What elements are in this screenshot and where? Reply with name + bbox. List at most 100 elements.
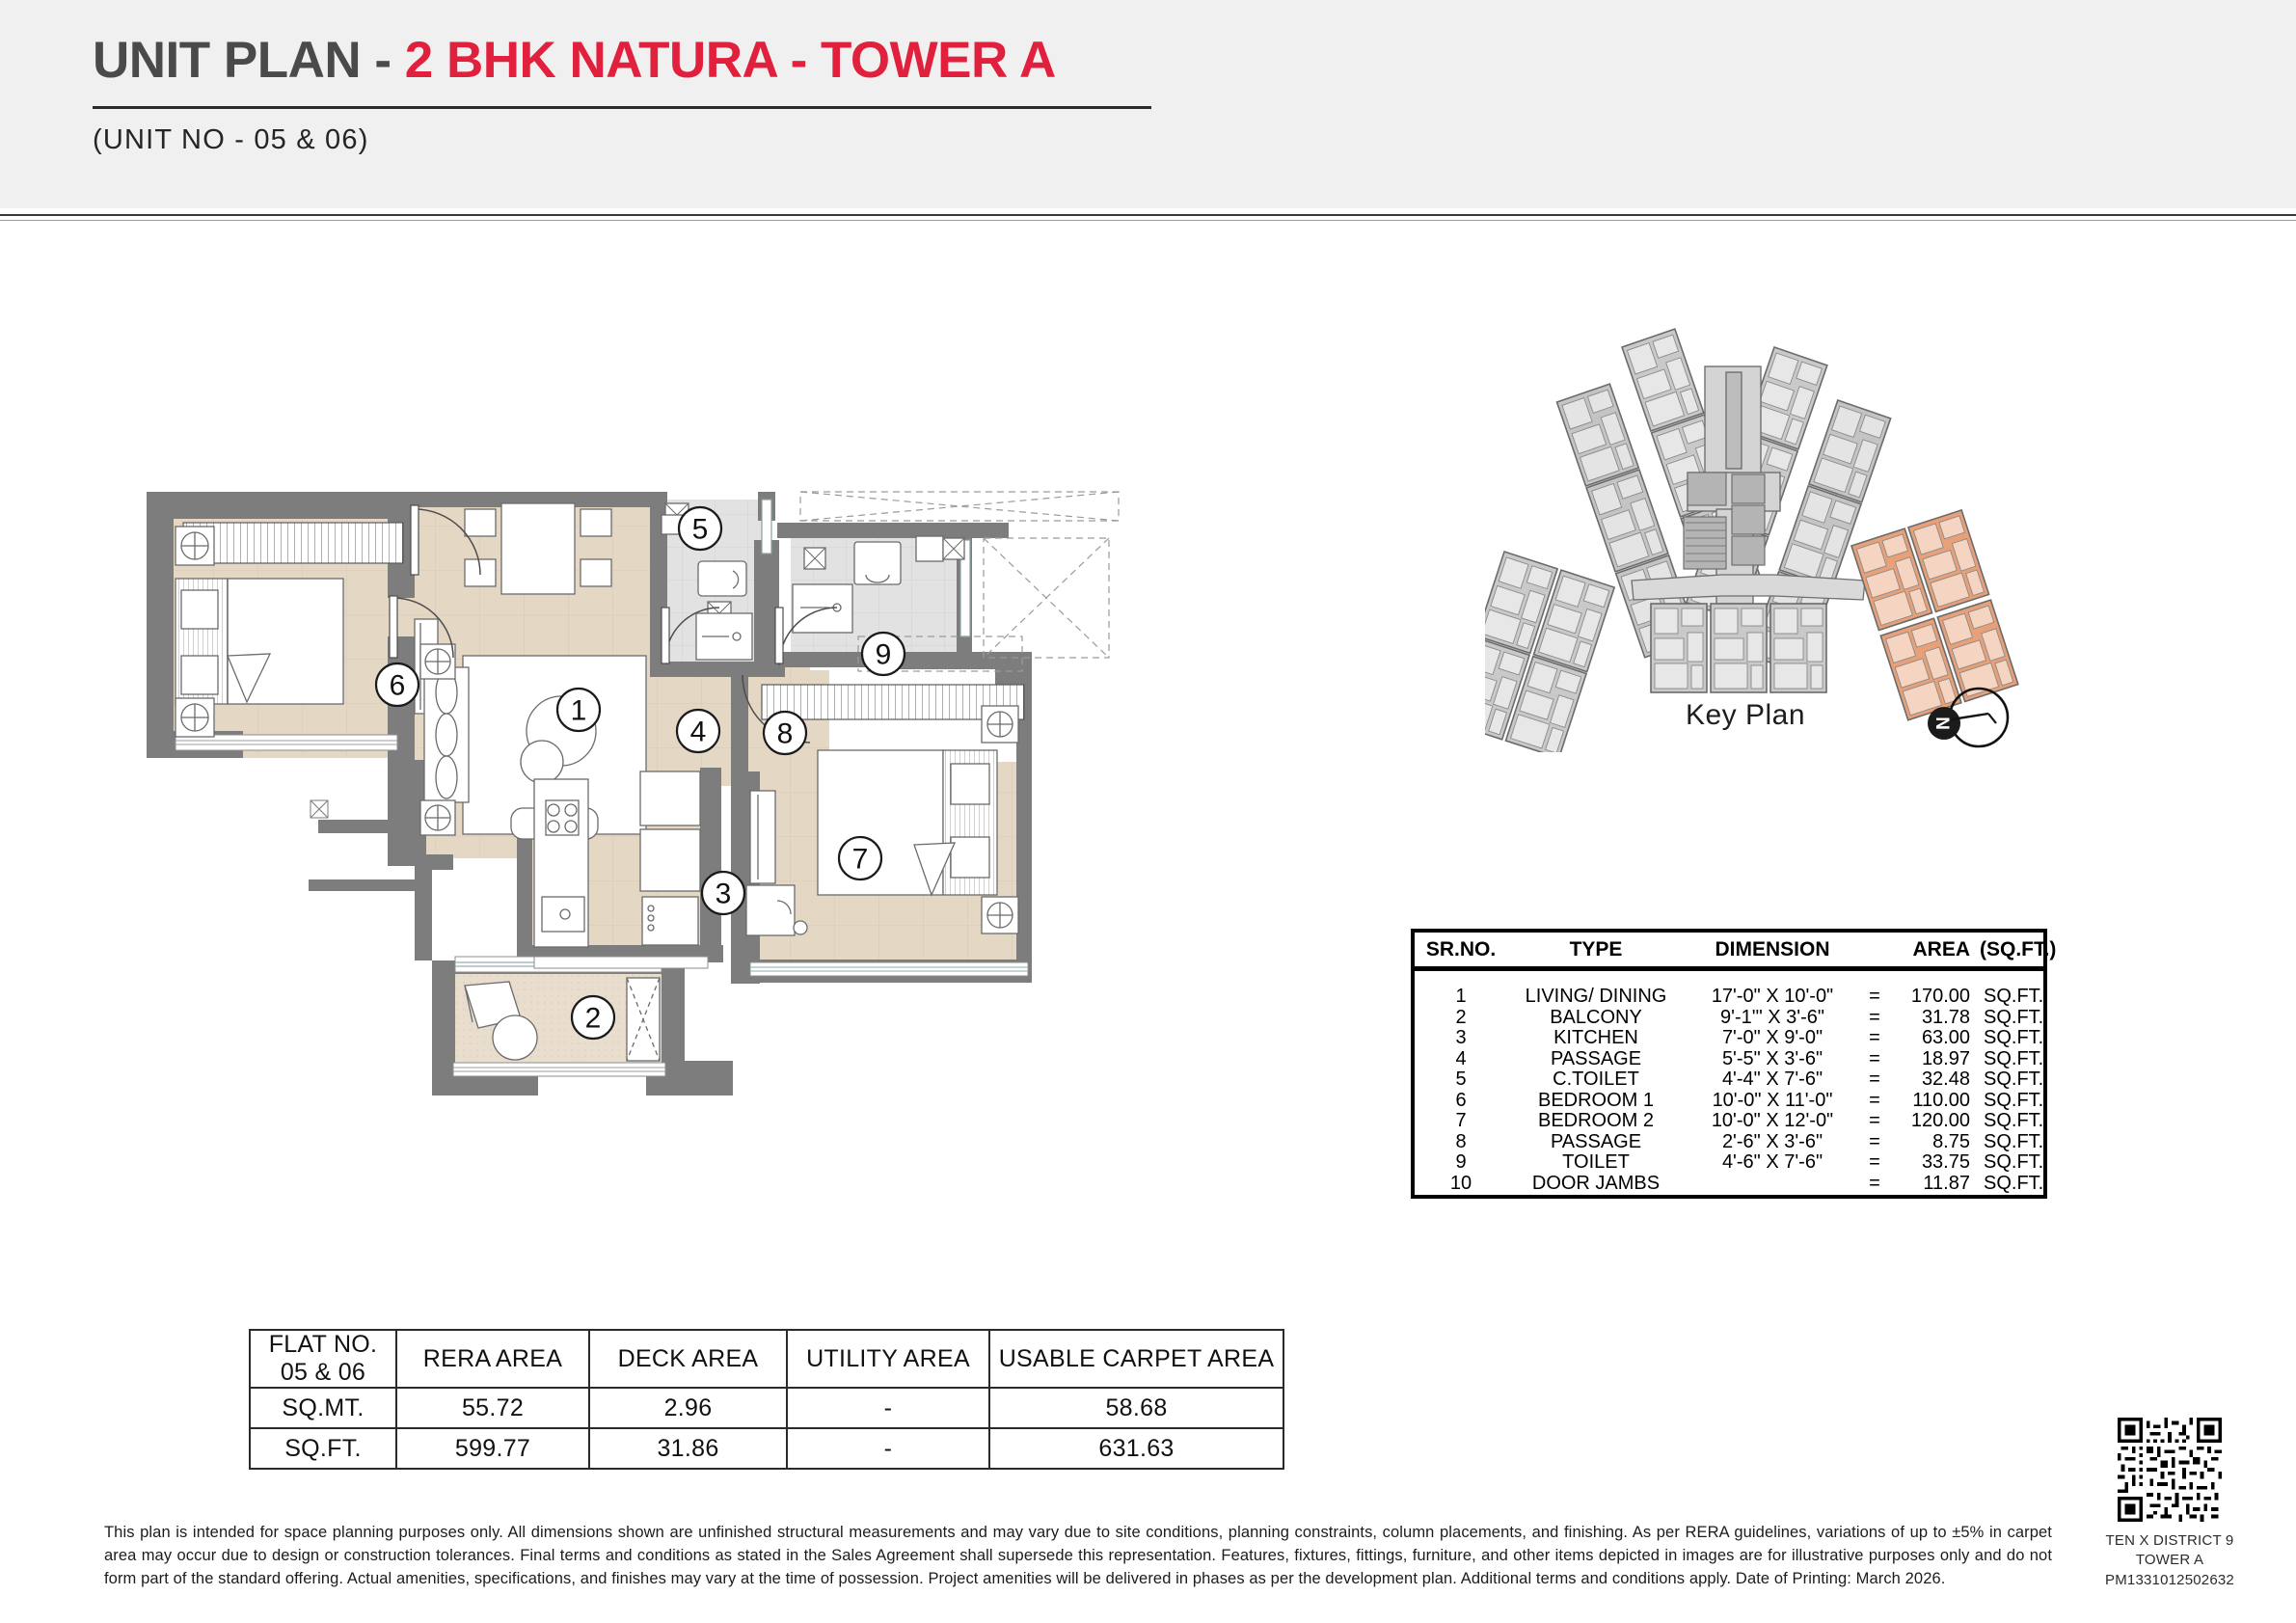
svg-text:1: 1	[571, 695, 587, 727]
cell-type: BEDROOM 2	[1537, 1110, 1655, 1132]
cell-unit: SQ.FT.	[1984, 1172, 2044, 1194]
room-marker-8: 8	[762, 710, 808, 756]
cell-utility: -	[786, 1387, 990, 1429]
room-marker-9: 9	[860, 631, 906, 677]
room-marker-2: 2	[570, 994, 616, 1041]
cell-dimension: 2'-6" X 3'-6"	[1721, 1130, 1823, 1152]
cell-srno: 7	[1455, 1110, 1467, 1132]
cell-utility: -	[786, 1427, 990, 1470]
room-marker-3: 3	[700, 870, 746, 916]
room-marker-5: 5	[677, 505, 723, 552]
cell-srno: 4	[1455, 1047, 1467, 1069]
cell-type: LIVING/ DINING	[1525, 986, 1667, 1008]
table-row: 2 BALCONY 9'-1'" X 3'-6" = 31.78 SQ.FT.	[1415, 1006, 2044, 1029]
cell-type: C.TOILET	[1553, 1068, 1639, 1091]
page-title: UNIT PLAN - 2 BHK NATURA - TOWER A	[93, 31, 1056, 90]
cell-dimension: 10'-0" X 11'-0"	[1712, 1089, 1833, 1111]
cell-unit: SQ.FT.	[1984, 1151, 2044, 1174]
cell-srno: 8	[1455, 1130, 1467, 1152]
cell-area: 32.48	[1921, 1068, 1970, 1091]
cell-unit: SQ.FT.	[1984, 1006, 2044, 1028]
table-row: 5 C.TOILET 4'-4" X 7'-6" = 32.48 SQ.FT.	[1415, 1068, 2044, 1091]
svg-text:6: 6	[390, 670, 406, 702]
carpet-header-usable: USABLE CARPET AREA	[988, 1329, 1284, 1389]
carpet-header-rera: RERA AREA	[395, 1329, 590, 1389]
cell-dimension: 10'-0" X 12'-0"	[1711, 1110, 1834, 1132]
page-title-accent: 2 BHK NATURA - TOWER A	[404, 32, 1057, 89]
cell-rera: 55.72	[395, 1387, 590, 1429]
svg-text:4: 4	[690, 717, 707, 748]
col-header-type: TYPE	[1569, 937, 1623, 960]
svg-text:7: 7	[852, 844, 869, 876]
cell-deck: 2.96	[588, 1387, 788, 1429]
cell-srno: 6	[1455, 1089, 1467, 1111]
cell-type: DOOR JAMBS	[1531, 1172, 1661, 1194]
cell-unit-label: SQ.FT.	[249, 1427, 397, 1470]
room-marker-6: 6	[374, 662, 420, 708]
key-plan-diagram	[1485, 318, 2025, 752]
cell-area: 120.00	[1910, 1110, 1970, 1132]
rera-text-block: TEN X DISTRICT 9 TOWER A PM1331012502632	[2083, 1531, 2256, 1590]
col-header-srno: SR.NO.	[1425, 937, 1497, 960]
col-header-dimension: DIMENSION	[1715, 937, 1830, 960]
cell-type: KITCHEN	[1553, 1027, 1638, 1049]
svg-text:8: 8	[777, 718, 794, 750]
cell-equals: =	[1869, 1006, 1880, 1028]
cell-srno: 2	[1455, 1006, 1467, 1028]
cell-deck: 31.86	[588, 1427, 788, 1470]
carpet-header-deck: DECK AREA	[588, 1329, 788, 1389]
room-marker-7: 7	[837, 835, 883, 881]
cell-type: TOILET	[1562, 1151, 1630, 1174]
qr-code-icon	[2118, 1418, 2222, 1522]
room-marker-4: 4	[675, 708, 721, 754]
svg-text:5: 5	[692, 514, 709, 546]
cell-equals: =	[1869, 1089, 1880, 1111]
cell-area: 170.00	[1910, 986, 1970, 1008]
cell-unit: SQ.FT.	[1984, 1068, 2044, 1091]
cell-srno: 10	[1449, 1172, 1472, 1194]
page-header: UNIT PLAN - 2 BHK NATURA - TOWER A (UNIT…	[0, 0, 2296, 208]
cell-srno: 9	[1455, 1151, 1467, 1174]
cell-unit: SQ.FT.	[1984, 1089, 2044, 1111]
table-row: 6 BEDROOM 1 10'-0" X 11'-0" = 110.00 SQ.…	[1415, 1089, 2044, 1112]
cell-area: 33.75	[1921, 1151, 1970, 1174]
cell-type: BALCONY	[1550, 1006, 1642, 1028]
title-underline	[93, 106, 1151, 109]
cell-unit: SQ.FT.	[1984, 1110, 2044, 1132]
unit-number-subtitle: (UNIT NO - 05 & 06)	[93, 124, 369, 155]
cell-dimension: 5'-5" X 3'-6"	[1721, 1047, 1823, 1069]
table-row: 9 TOILET 4'-6" X 7'-6" = 33.75 SQ.FT.	[1415, 1151, 2044, 1174]
carpet-header-row: FLAT NO. 05 & 06 RERA AREA DECK AREA UTI…	[249, 1329, 1284, 1389]
area-schedule-rows: 1 LIVING/ DINING 17'-0" X 10'-0" = 170.0…	[1415, 971, 2043, 1194]
col-header-area: AREA	[1912, 937, 1970, 960]
cell-equals: =	[1869, 1027, 1880, 1049]
table-row: 8 PASSAGE 2'-6" X 3'-6" = 8.75 SQ.FT.	[1415, 1130, 2044, 1153]
header-divider-secondary	[0, 220, 2296, 221]
cell-type: PASSAGE	[1550, 1130, 1642, 1152]
cell-equals: =	[1869, 1130, 1880, 1152]
cell-area: 31.78	[1921, 1006, 1970, 1028]
cell-area: 8.75	[1932, 1130, 1970, 1152]
svg-text:N: N	[1934, 717, 1955, 730]
table-row: 3 KITCHEN 7'-0" X 9'-0" = 63.00 SQ.FT.	[1415, 1027, 2044, 1049]
cell-usable: 58.68	[988, 1387, 1284, 1429]
cell-unit: SQ.FT.	[1984, 1130, 2044, 1152]
cell-usable: 631.63	[988, 1427, 1284, 1470]
room-marker-1: 1	[555, 687, 602, 733]
svg-text:9: 9	[876, 639, 892, 671]
table-row: 4 PASSAGE 5'-5" X 3'-6" = 18.97 SQ.FT.	[1415, 1047, 2043, 1070]
cell-unit: SQ.FT.	[1984, 986, 2044, 1008]
cell-area: 110.00	[1912, 1089, 1970, 1111]
cell-srno: 1	[1455, 986, 1467, 1008]
cell-equals: =	[1869, 1047, 1880, 1069]
disclaimer-text: This plan is intended for space planning…	[104, 1524, 2052, 1587]
unit-floor-plan: 1 2 3 4 5 6 7 8 9	[125, 482, 1398, 1215]
cell-area: 11.87	[1923, 1172, 1970, 1194]
cell-unit-label: SQ.MT.	[249, 1387, 397, 1429]
table-row: 1 LIVING/ DINING 17'-0" X 10'-0" = 170.0…	[1415, 986, 2044, 1008]
svg-text:2: 2	[585, 1003, 602, 1035]
cell-unit: SQ.FT.	[1984, 1027, 2044, 1049]
table-row: 7 BEDROOM 2 10'-0" X 12'-0" = 120.00 SQ.…	[1415, 1110, 2044, 1132]
page-title-plain: UNIT PLAN -	[93, 32, 405, 89]
north-arrow-icon: N	[1919, 675, 2025, 762]
